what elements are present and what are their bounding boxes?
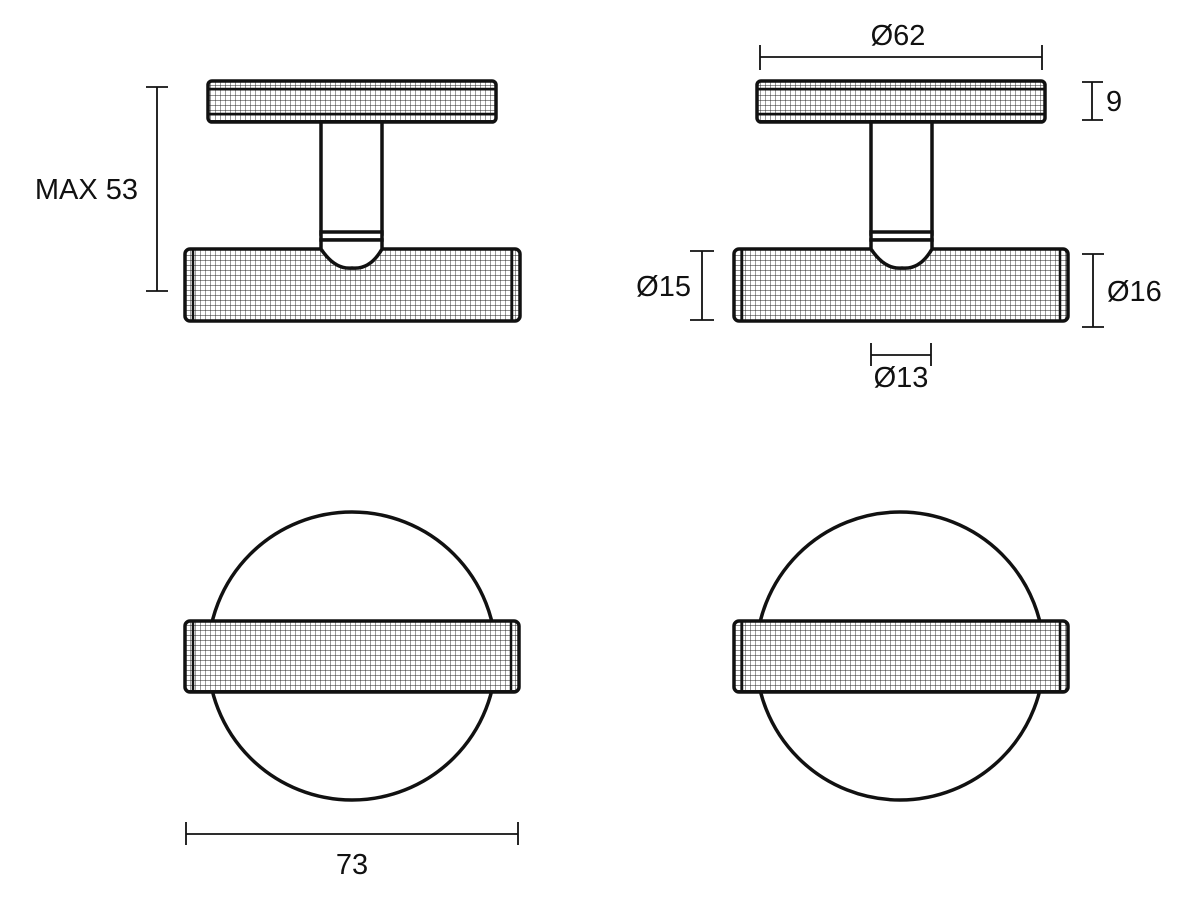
rose-thickness-dimension: 9 [1082, 81, 1122, 121]
bar-length-dimension: 73 [185, 822, 519, 881]
rose-diameter-label: Ø62 [871, 20, 926, 52]
max-height-dimension: MAX 53 [35, 86, 168, 292]
rose-diameter-dimension: Ø62 [759, 20, 1043, 70]
rose-plate-left [206, 79, 498, 124]
max-height-label: MAX 53 [35, 174, 138, 206]
stem-left [319, 120, 384, 236]
handle-bar-front-left [183, 619, 521, 694]
stem-diameter-label: Ø13 [874, 362, 929, 394]
front-view-right [732, 510, 1070, 802]
right-diameter-label: Ø16 [1107, 276, 1162, 308]
rose-plate-right [755, 79, 1047, 124]
side-view-left [183, 79, 522, 323]
right-diameter-dimension: Ø16 [1082, 253, 1162, 328]
bar-length-label: 73 [336, 849, 368, 881]
stem-right [869, 120, 934, 236]
left-diameter-dimension: Ø15 [636, 250, 714, 321]
left-diameter-label: Ø15 [636, 271, 691, 303]
rose-thickness-label: 9 [1106, 86, 1122, 118]
side-view-right [732, 79, 1070, 323]
stem-diameter-dimension: Ø13 [870, 343, 932, 394]
front-view-left [183, 510, 521, 802]
handle-bar-front-right [732, 619, 1070, 694]
